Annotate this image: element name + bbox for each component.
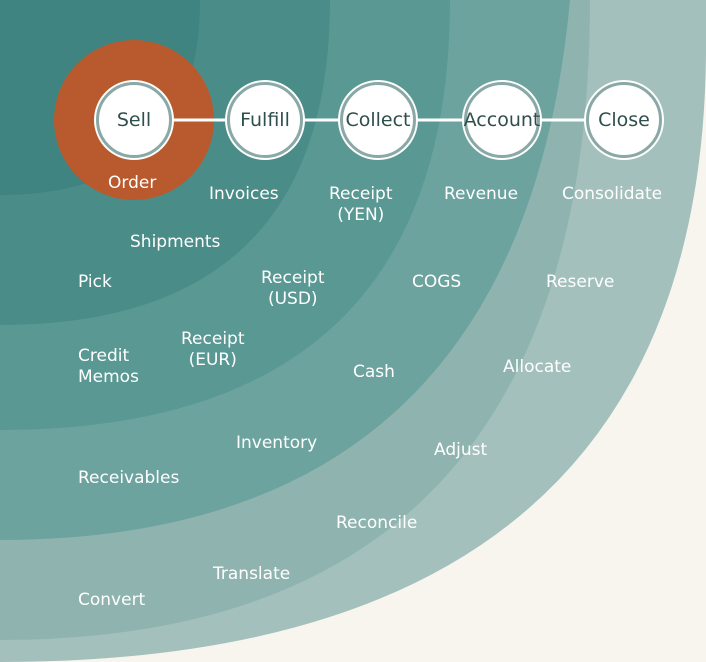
- label-shipments: Shipments: [130, 232, 221, 252]
- stage-fulfill[interactable]: Fulfill: [227, 82, 303, 158]
- stage-close[interactable]: Close: [586, 82, 662, 158]
- label-receipt-yen: Receipt (YEN): [329, 184, 393, 225]
- stage-account[interactable]: Account: [464, 82, 540, 158]
- label-adjust: Adjust: [434, 440, 488, 460]
- label-credit-memos: Credit Memos: [78, 346, 139, 387]
- label-translate: Translate: [213, 564, 291, 584]
- stage-collect[interactable]: Collect: [340, 82, 416, 158]
- stage-collect-label: Collect: [345, 109, 411, 131]
- label-receivables: Receivables: [78, 468, 180, 488]
- label-convert: Convert: [78, 590, 146, 610]
- label-inventory: Inventory: [236, 433, 318, 453]
- label-reconcile: Reconcile: [336, 513, 418, 533]
- label-consolidate: Consolidate: [562, 184, 663, 204]
- label-cogs: COGS: [412, 272, 462, 292]
- stage-sell[interactable]: Sell: [96, 82, 172, 158]
- label-receipt-usd: Receipt (USD): [261, 268, 325, 309]
- stage-sell-label: Sell: [116, 109, 152, 131]
- stage-account-label: Account: [463, 109, 541, 131]
- stage-close-label: Close: [598, 109, 650, 131]
- label-invoices: Invoices: [209, 184, 279, 204]
- label-reserve: Reserve: [546, 272, 615, 292]
- label-order: Order: [108, 173, 157, 193]
- label-receipt-eur: Receipt (EUR): [181, 329, 245, 370]
- label-revenue: Revenue: [444, 184, 519, 204]
- label-cash: Cash: [353, 362, 395, 382]
- label-pick: Pick: [78, 272, 112, 292]
- label-allocate: Allocate: [503, 357, 572, 377]
- stage-fulfill-label: Fulfill: [240, 109, 290, 131]
